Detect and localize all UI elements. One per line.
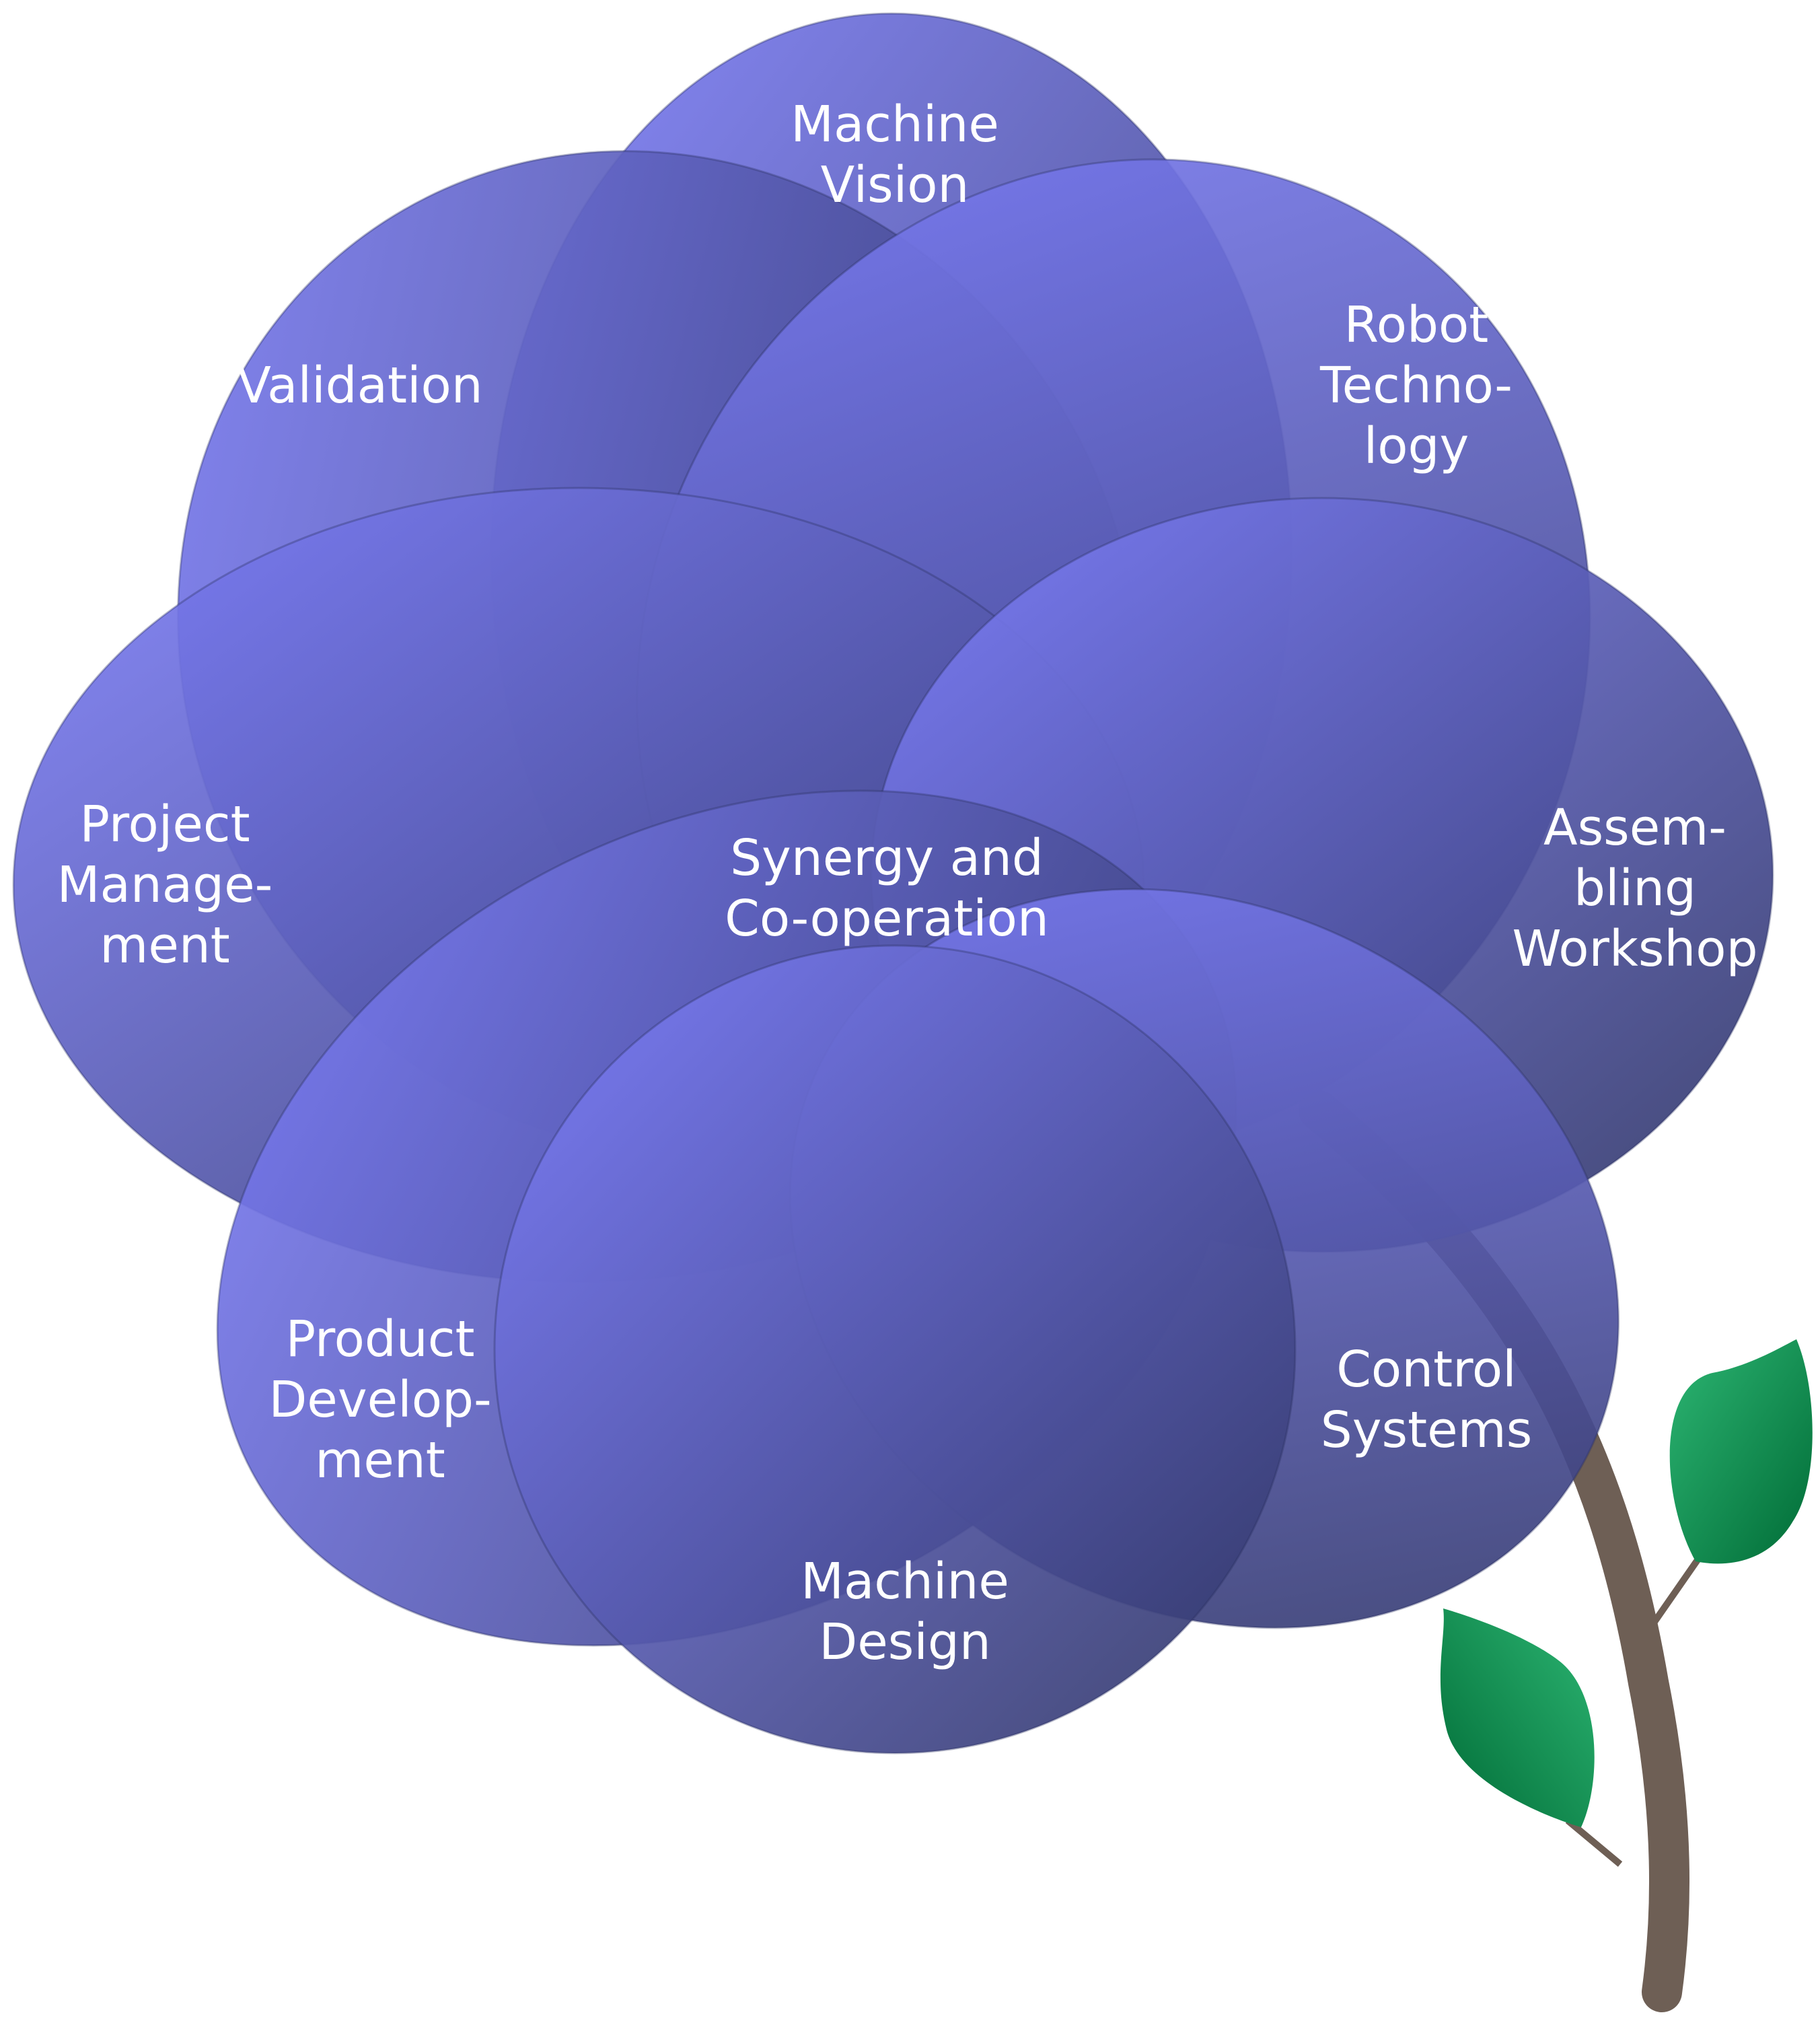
petal-label-line: Control xyxy=(1336,1341,1517,1398)
petal-label-line: Assem- xyxy=(1543,799,1726,857)
petal-label-line: ment xyxy=(100,917,230,975)
leaf-icon xyxy=(1669,1339,1813,1564)
petal-label-line: Design xyxy=(819,1613,991,1671)
center-label-line: Co-operation xyxy=(725,890,1049,948)
petal-label-line: ment xyxy=(315,1431,445,1489)
leaf-twig-upper xyxy=(1642,1556,1702,1637)
petal-label-line: bling xyxy=(1574,859,1696,917)
petal-group xyxy=(12,12,1774,1755)
petal-label-line: Workshop xyxy=(1512,920,1757,978)
petal-label-line: logy xyxy=(1364,417,1469,475)
petal-machine-design xyxy=(493,944,1297,1755)
petal-label-line: Machine xyxy=(801,1553,1009,1610)
petal-label-line: Robot xyxy=(1344,296,1489,354)
petal-label-line: Product xyxy=(286,1310,475,1368)
petal-label-line: Vision xyxy=(821,156,970,214)
petal-label-line: Project xyxy=(79,795,250,853)
petal-label-line: Techno- xyxy=(1319,357,1513,415)
leaf-twig-lower xyxy=(1565,1818,1623,1867)
petal-label-line: Machine xyxy=(791,96,999,153)
petal-label-validation: Validation xyxy=(237,357,482,415)
petal-label-line: Develop- xyxy=(268,1371,491,1429)
center-label-line: Synergy and xyxy=(730,829,1044,887)
leaf-icon xyxy=(1440,1608,1595,1827)
petal-label-line: Validation xyxy=(237,357,482,415)
petal-label-line: Systems xyxy=(1321,1401,1533,1459)
petal-label-line: Manage- xyxy=(57,856,273,914)
